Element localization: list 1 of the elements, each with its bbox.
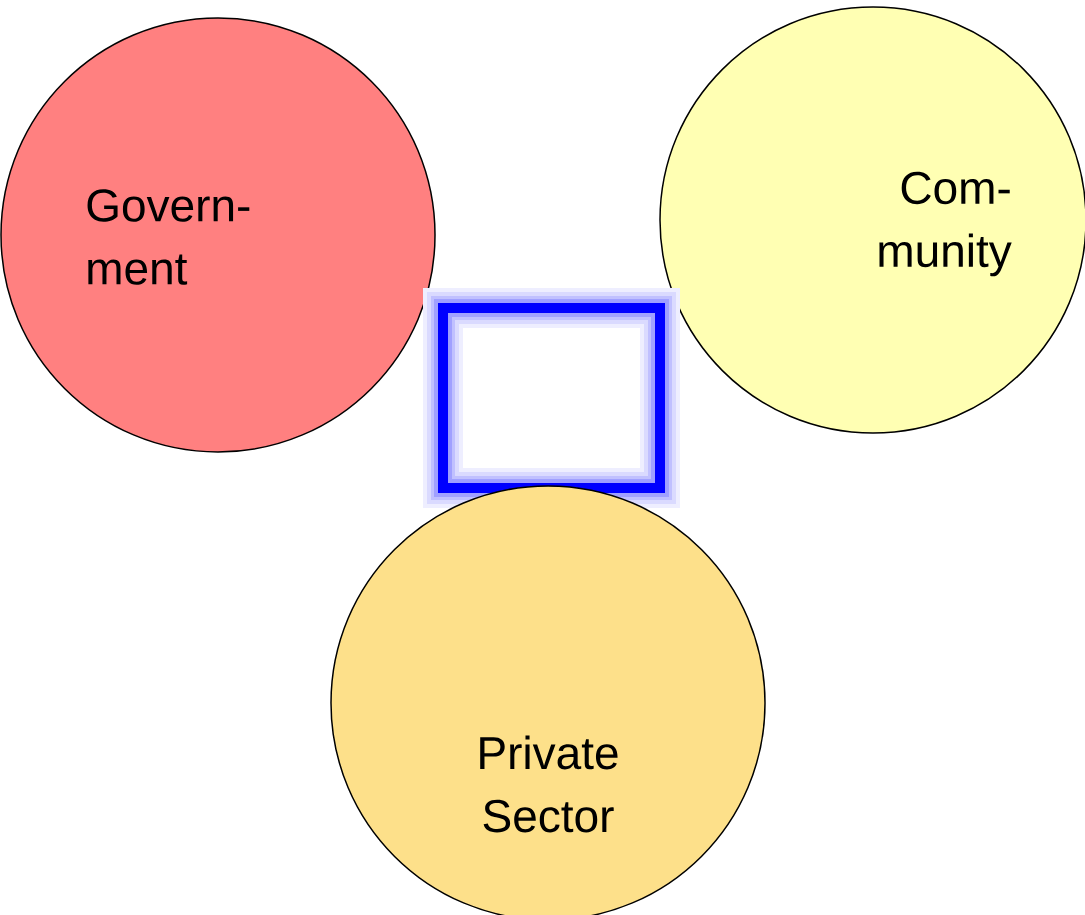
box: [423, 288, 680, 508]
